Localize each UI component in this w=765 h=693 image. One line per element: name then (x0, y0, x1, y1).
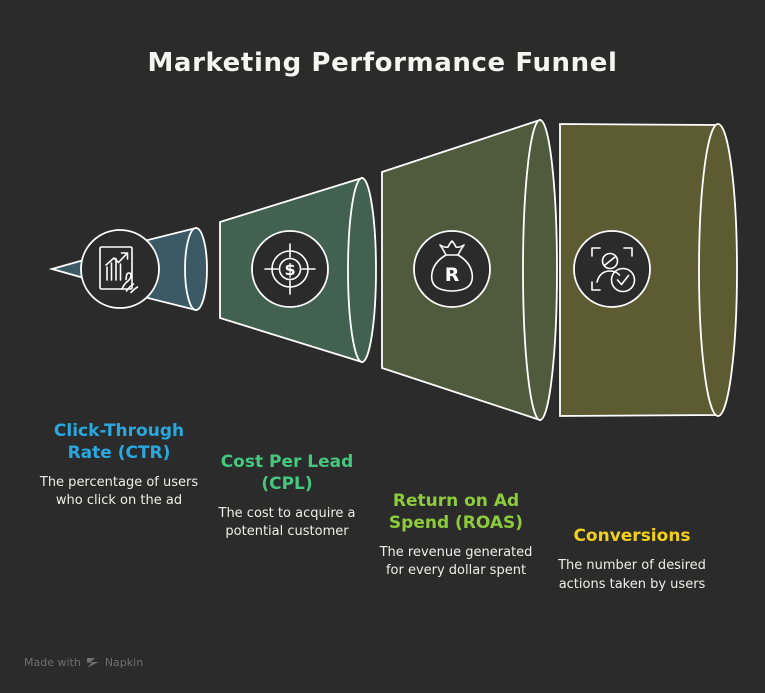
page-title: Marketing Performance Funnel (147, 48, 618, 78)
funnel-stage-3-cap (522, 119, 558, 421)
funnel-stage-2-icon-disc (251, 230, 329, 308)
funnel-stage-1-body (119, 226, 197, 312)
funnel-caption-3-description: The revenue generated for every dollar s… (379, 544, 533, 579)
funnel-caption-1: Click-Through Rate (CTR) The percentage … (36, 421, 202, 511)
funnel-caption-2-title: Cost Per Lead (CPL) (220, 452, 354, 494)
funnel-stage-2[interactable]: $ (219, 176, 377, 364)
funnel-stage-4-cap (698, 123, 738, 417)
funnel-stage-1-icon-disc (80, 229, 160, 309)
funnel-caption-1-title: Click-Through Rate (CTR) (53, 421, 185, 463)
funnel-caption-2-description: The cost to acquire a potential customer (218, 505, 356, 540)
napkin-chevron-logo (86, 657, 99, 668)
user-verified-icon (591, 247, 636, 293)
footer-brand-name: Napkin (104, 656, 144, 669)
footer-attribution: Made with Napkin (24, 656, 143, 669)
funnel-caption-4: Conversions The number of desired action… (548, 526, 716, 594)
svg-text:R: R (445, 264, 460, 286)
chart-growth-hand-icon (99, 246, 139, 294)
funnel-stage-1-cap (184, 227, 208, 311)
funnel-stage-3-icon-disc (413, 230, 491, 308)
target-dollar-icon: $ (264, 243, 316, 295)
funnel-stage-4[interactable] (559, 123, 738, 417)
svg-text:$: $ (284, 260, 295, 279)
footer-made-with-label: Made with (24, 656, 81, 669)
money-bag-icon: R (430, 240, 474, 292)
funnel-tip (48, 245, 131, 293)
funnel-stage-2-cap (347, 177, 377, 363)
funnel-stage-3[interactable]: R (381, 118, 558, 422)
funnel-caption-3-title: Return on Ad Spend (ROAS) (388, 491, 524, 533)
funnel-caption-4-title: Conversions (573, 526, 691, 546)
funnel-stage-2-body (219, 176, 363, 364)
funnel-caption-2: Cost Per Lead (CPL) The cost to acquire … (204, 452, 370, 542)
funnel-caption-1-description: The percentage of users who click on the… (39, 474, 199, 509)
funnel-stage-4-body (559, 123, 719, 417)
funnel-caption-3: Return on Ad Spend (ROAS) The revenue ge… (372, 491, 540, 581)
funnel-stage-1[interactable] (48, 226, 208, 312)
funnel-stage-4-icon-disc (573, 230, 651, 308)
funnel-caption-4-description: The number of desired actions taken by u… (558, 557, 706, 592)
funnel-stage-3-body (381, 118, 541, 422)
